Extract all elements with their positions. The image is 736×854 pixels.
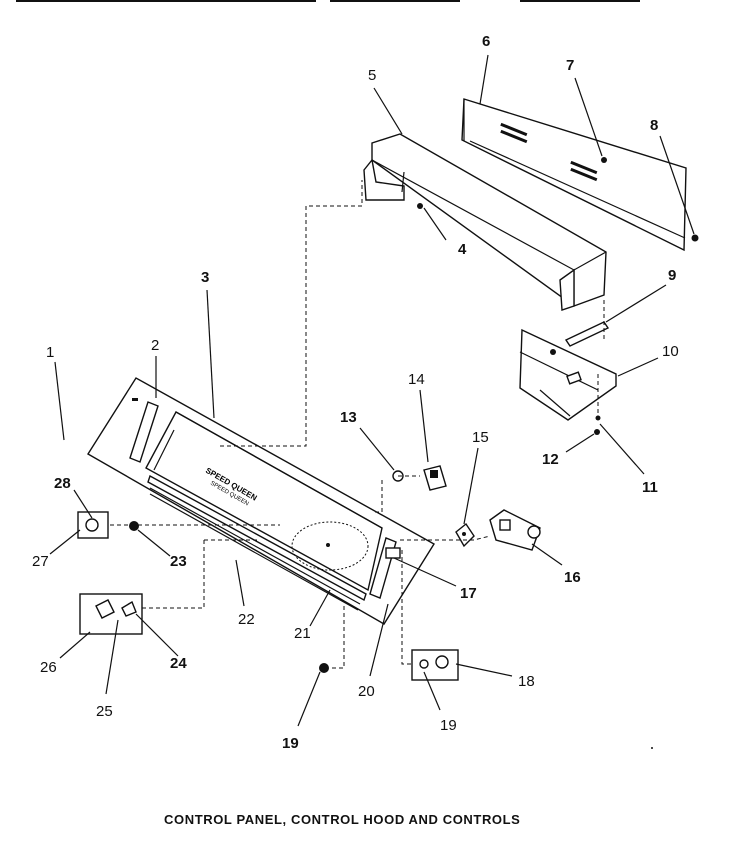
knob-part-19	[319, 663, 329, 673]
control-hood-part-5	[363, 133, 607, 311]
top-edge-marks	[16, 0, 640, 2]
label-3: 3	[201, 269, 209, 286]
control-panel-part-3: SPEED QUEEN SPEED QUEEN	[87, 377, 435, 625]
label-4: 4	[458, 241, 467, 258]
label-16: 16	[564, 569, 581, 586]
bracket-part-10	[519, 321, 617, 435]
label-8: 8	[650, 117, 658, 134]
label-14: 14	[408, 371, 425, 388]
label-28: 28	[54, 475, 71, 492]
back-panel-part-6	[461, 98, 699, 252]
label-17: 17	[460, 585, 477, 602]
label-26: 26	[40, 659, 57, 676]
knob-plate-part-27	[77, 511, 139, 539]
diagram-caption: CONTROL PANEL, CONTROL HOOD AND CONTROLS	[164, 812, 520, 827]
label-5: 5	[368, 67, 376, 84]
label-9: 9	[668, 267, 676, 284]
part-number-labels: 1 2 3 4 5 6 7 8 9 10 11 12 13 14 15 16 1…	[32, 33, 679, 752]
knob-plate-part-26	[79, 593, 143, 635]
label-12: 12	[542, 451, 559, 468]
label-19a: 19	[282, 735, 299, 752]
label-21: 21	[294, 625, 311, 642]
leader-lines	[49, 54, 695, 727]
left-end-cap-part-2	[129, 398, 159, 463]
label-25: 25	[96, 703, 113, 720]
knob-plate-part-18	[411, 649, 459, 681]
label-19b: 19	[440, 717, 457, 734]
label-23: 23	[170, 553, 187, 570]
label-24: 24	[170, 655, 187, 672]
right-end-cap-part-17	[369, 537, 401, 599]
label-15: 15	[472, 429, 489, 446]
label-27: 27	[32, 553, 49, 570]
label-18: 18	[518, 673, 535, 690]
label-1: 1	[46, 344, 54, 361]
stray-dot	[651, 747, 653, 749]
dashed-leader-lines	[110, 180, 605, 669]
label-2: 2	[151, 337, 159, 354]
label-22: 22	[238, 611, 255, 628]
timer-part-16	[455, 509, 541, 551]
label-11: 11	[642, 479, 658, 496]
switch-part-14	[392, 465, 447, 491]
label-20: 20	[358, 683, 375, 700]
label-7: 7	[566, 57, 574, 74]
label-6: 6	[482, 33, 490, 50]
label-13: 13	[340, 409, 357, 426]
label-10: 10	[662, 343, 679, 360]
